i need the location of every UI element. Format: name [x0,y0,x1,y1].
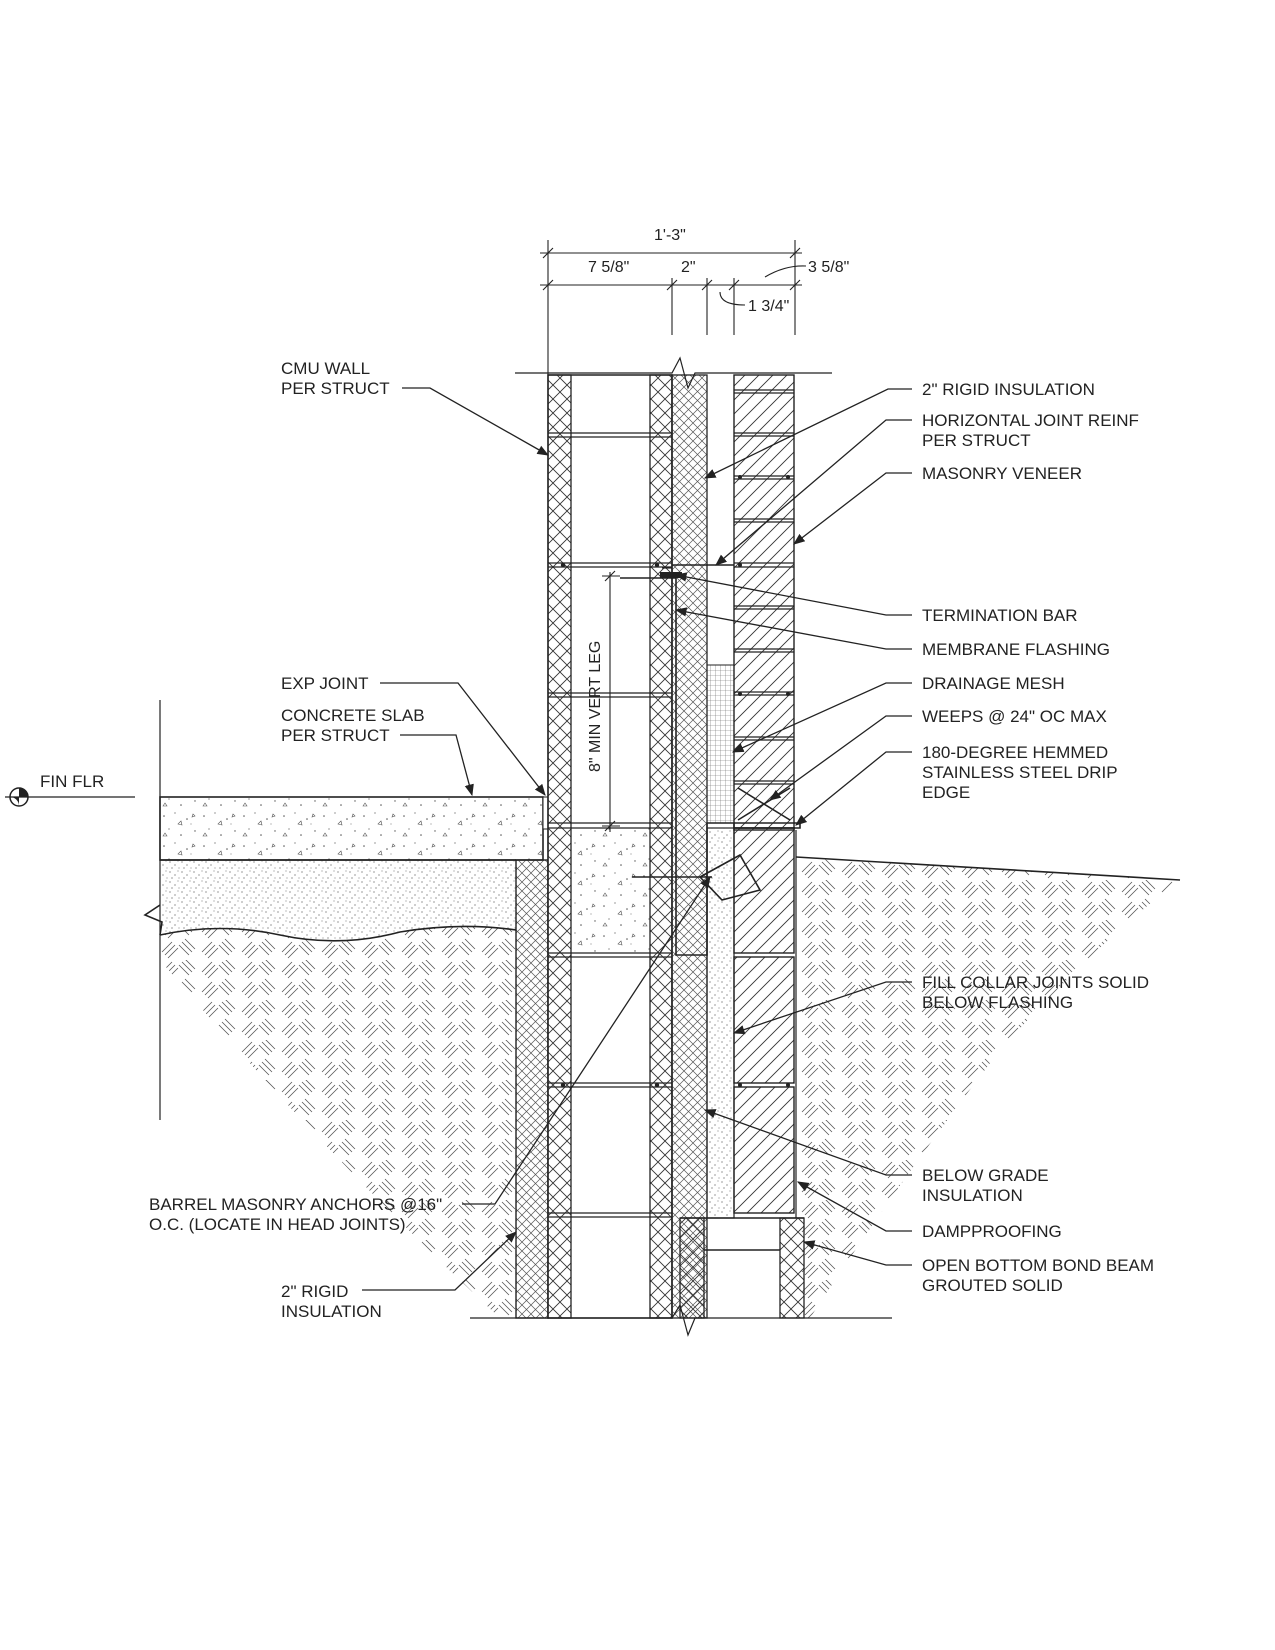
label-below-grade-insulation-2: INSULATION [922,1186,1023,1205]
fill-collar-joint [706,827,735,1219]
label-bond-beam-1: OPEN BOTTOM BOND BEAM [922,1256,1154,1275]
label-concrete-slab-2: PER STRUCT [281,726,390,745]
label-rigid-insulation: 2" RIGID INSULATION [922,380,1095,399]
label-termination-bar: TERMINATION BAR [922,606,1078,625]
dim-veneer: 3 5/8" [808,259,849,276]
label-joint-reinf-2: PER STRUCT [922,431,1031,450]
dim-airspace: 1 3/4" [748,298,789,315]
label-rigid-insulation-left-1: 2" RIGID [281,1282,348,1301]
rigid-insulation-cavity [671,374,708,1319]
grade-line [795,856,1181,881]
label-dampproofing: DAMPPROOFING [922,1222,1062,1241]
bond-beam [679,1217,805,1319]
vert-leg-label: 8" MIN VERT LEG [587,641,604,772]
label-rigid-insulation-left-2: INSULATION [281,1302,382,1321]
barrel-anchor [632,853,762,901]
label-cmu-wall-1: CMU WALL [281,359,370,378]
earth-left [160,926,516,1318]
dim-overall: 1'-3" [654,227,686,244]
break-line-bottom [470,1303,892,1337]
label-exp-joint: EXP JOINT [281,674,369,693]
cmu-wall [547,374,673,1319]
masonry-veneer [733,374,795,1214]
label-concrete-slab-1: CONCRETE SLAB [281,706,425,725]
label-membrane-flashing: MEMBRANE FLASHING [922,640,1110,659]
label-below-grade-insulation-1: BELOW GRADE [922,1166,1049,1185]
label-drip-edge-1: 180-DEGREE HEMMED [922,743,1108,762]
label-drip-edge-2: STAINLESS STEEL DRIP [922,763,1118,782]
label-drainage-mesh: DRAINAGE MESH [922,674,1065,693]
termination-bar [660,572,682,578]
rigid-insulation-interior [515,859,549,1319]
break-line-top [515,356,832,390]
earth-right [796,858,1180,1318]
label-fill-collar-1: FILL COLLAR JOINTS SOLID [922,973,1149,992]
label-masonry-veneer: MASONRY VENEER [922,464,1082,483]
dimension-lines [540,240,807,375]
label-barrel-anchors-2: O.C. (LOCATE IN HEAD JOINTS) [149,1215,406,1234]
drainage-mesh [706,664,735,824]
label-fill-collar-2: BELOW FLASHING [922,993,1073,1012]
label-cmu-wall-2: PER STRUCT [281,379,390,398]
dim-cmu: 7 5/8" [588,259,629,276]
dim-insulation: 2" [681,259,696,276]
label-weeps: WEEPS @ 24" OC MAX [922,707,1107,726]
label-drip-edge-3: EDGE [922,783,970,802]
label-bond-beam-2: GROUTED SOLID [922,1276,1063,1295]
vert-leg-dimension [602,570,620,832]
sand-bed [160,860,516,941]
label-barrel-anchors-1: BARREL MASONRY ANCHORS @16" [149,1195,442,1214]
fin-floor-label: FIN FLR [40,772,104,791]
concrete-slab [159,796,544,861]
label-joint-reinf-1: HORIZONTAL JOINT REINF [922,411,1139,430]
fin-floor-symbol [5,787,135,807]
